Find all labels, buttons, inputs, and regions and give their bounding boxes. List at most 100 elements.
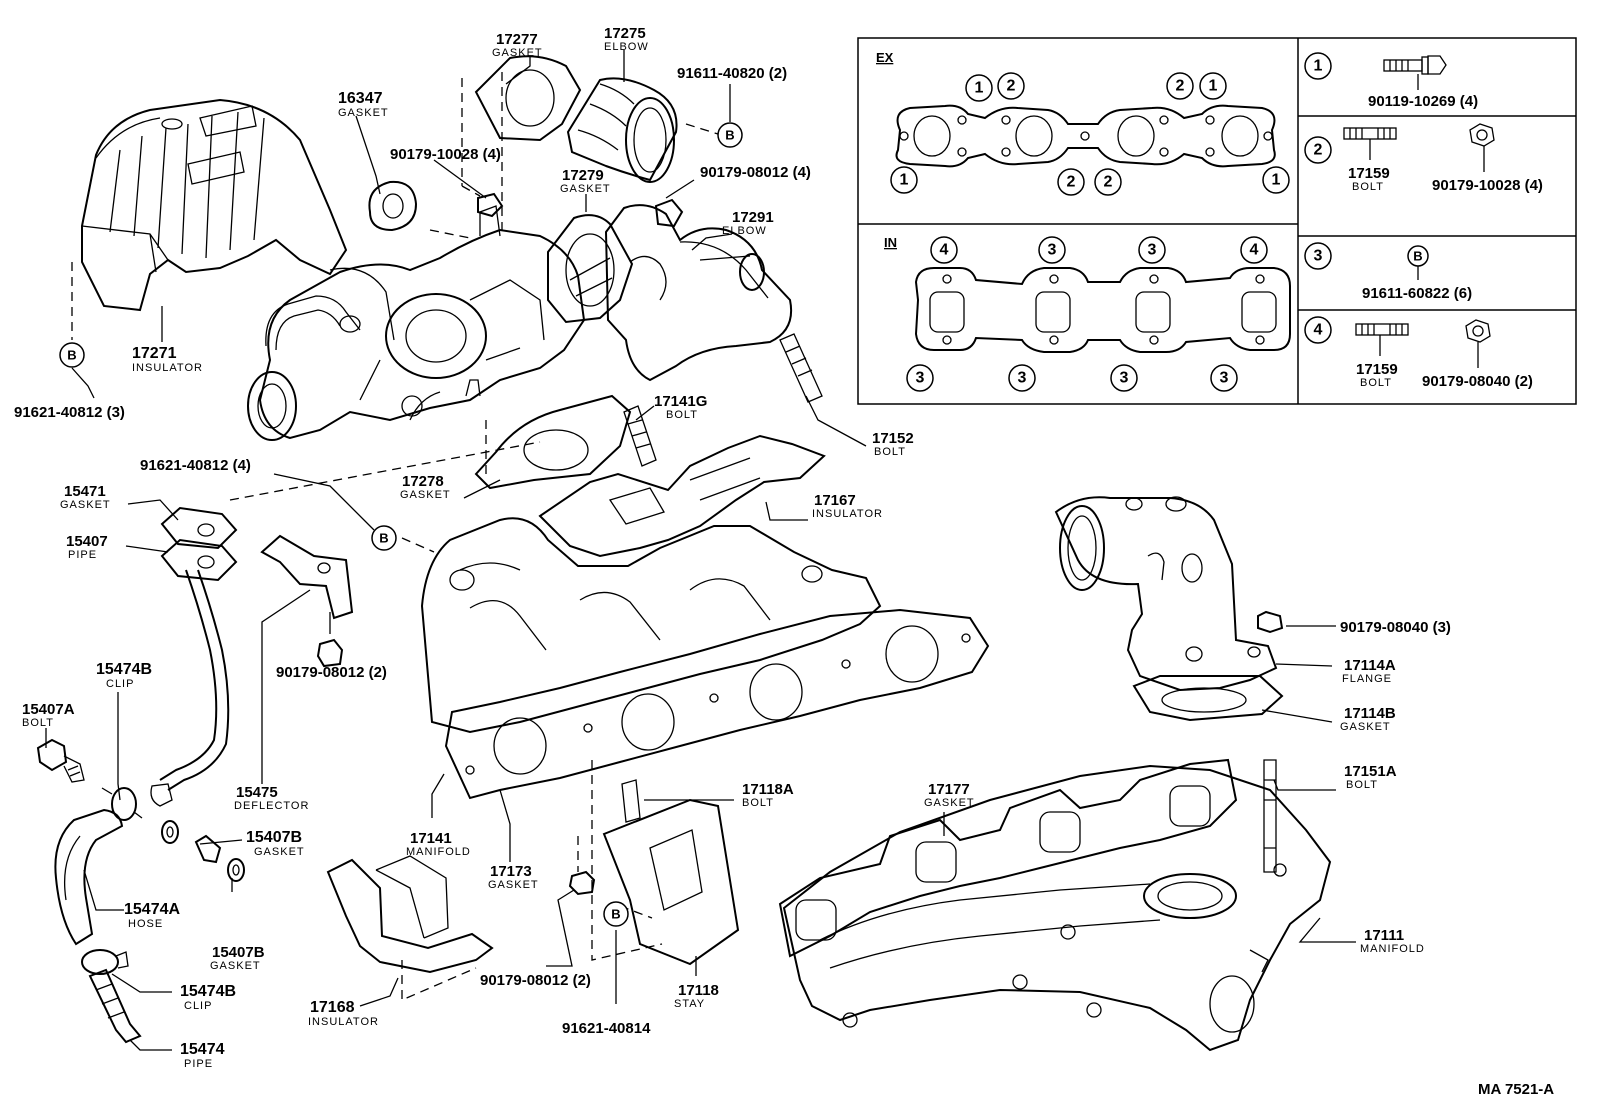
svg-text:3: 3	[1314, 248, 1323, 265]
svg-text:1: 1	[1209, 78, 1218, 95]
in-marker-top-3: 3	[1138, 236, 1166, 264]
ex-marker-bottom-2: 2	[1057, 168, 1085, 196]
callout-15471-part: 15471	[64, 483, 106, 500]
exhaust-manifold-17141-drawing	[420, 517, 882, 734]
callout-17111-name: MANIFOLD	[1360, 943, 1425, 955]
callout-17114a-part: 17114A	[1344, 657, 1396, 674]
callout-91621-40814: 91621-40814	[562, 1020, 651, 1037]
gasket-16347-drawing	[368, 180, 418, 232]
svg-text:1: 1	[900, 172, 909, 189]
callout-17167-name: INSULATOR	[812, 508, 883, 520]
ex-marker-bottom-3: 2	[1094, 168, 1122, 196]
ref-marker-b-3: B	[371, 525, 397, 551]
stud-bolt-icon-2	[1355, 323, 1409, 336]
alignment-lines	[71, 72, 719, 1001]
callout-17279-part: 17279	[562, 167, 604, 184]
callout-17111-part: 17111	[1364, 927, 1404, 944]
oil-pipe-15407-drawing	[150, 506, 238, 807]
bolt-17151a-drawing	[1263, 759, 1277, 873]
nut-90179-08012-stay-drawing	[568, 870, 596, 896]
turbocharger-drawing	[247, 205, 586, 441]
svg-text:4: 4	[1250, 242, 1259, 259]
svg-text:3: 3	[1120, 370, 1129, 387]
ref-marker-b-1: B	[59, 342, 85, 368]
callout-15474a-part: 15474A	[124, 901, 180, 918]
callout-17141g-part: 17141G	[654, 393, 707, 410]
callout-17271-name: INSULATOR	[132, 362, 203, 374]
svg-text:3: 3	[1018, 370, 1027, 387]
callout-15474b-b-name: CLIP	[184, 1000, 212, 1012]
legend-1: 1 90119-10269 (4)	[1304, 52, 1478, 110]
callout-15407-part: 15407	[66, 533, 108, 550]
bolt-17152-drawing	[779, 333, 823, 403]
elbow-17275-drawing	[566, 77, 678, 183]
in-marker-top-1: 4	[930, 236, 958, 264]
callout-15407a-name: BOLT	[22, 717, 54, 729]
in-header: IN	[884, 235, 897, 250]
svg-text:BOLT: BOLT	[1360, 377, 1392, 389]
pipe-15474-drawing	[88, 968, 142, 1044]
svg-text:1: 1	[1272, 172, 1281, 189]
svg-text:1: 1	[1314, 58, 1323, 75]
svg-text:4: 4	[1314, 322, 1323, 339]
callout-17118a-name: BOLT	[742, 797, 774, 809]
callout-17118-name: STAY	[674, 998, 705, 1010]
callout-15407b-a-name: GASKET	[254, 846, 305, 858]
legend-4: 4 17159 BOLT 90179-08040 (2)	[1304, 316, 1533, 390]
callout-17291-name: ELBOW	[722, 225, 767, 237]
callout-15471-name: GASKET	[60, 499, 111, 511]
callout-17118a-part: 17118A	[742, 781, 794, 798]
callout-15407b-a-part: 15407B	[246, 829, 302, 846]
callout-90179-08012-a: 90179-08012 (4)	[700, 164, 811, 181]
in-gasket-drawing	[914, 267, 1291, 353]
clip-15474b-lower-drawing	[81, 949, 129, 975]
callout-90179-08012-b: 90179-08012 (2)	[276, 664, 387, 681]
svg-text:4: 4	[940, 242, 949, 259]
stud-bolt-icon	[1343, 127, 1397, 140]
gasket-17277-drawing	[474, 55, 582, 142]
callout-15474-part: 15474	[180, 1041, 225, 1058]
callout-17277-name: GASKET	[492, 47, 543, 59]
insulator-17168-drawing	[326, 855, 494, 974]
callout-15474b-b-part: 15474B	[180, 983, 236, 1000]
callout-15407b-b-name: GASKET	[210, 960, 261, 972]
callout-17275-part: 17275	[604, 25, 646, 42]
svg-text:B: B	[725, 128, 734, 143]
ex-gasket-drawing	[895, 104, 1276, 168]
svg-text:90179-08040 (2): 90179-08040 (2)	[1422, 373, 1533, 390]
heat-insulator-17167-drawing	[538, 434, 826, 558]
deflector-15475-drawing	[260, 534, 354, 620]
hex-nut-icon-2	[1465, 319, 1491, 343]
table-frame	[857, 37, 1577, 405]
ex-marker-top-1: 1	[965, 74, 993, 102]
callout-17151a-part: 17151A	[1344, 763, 1397, 780]
svg-text:90179-10028 (4): 90179-10028 (4)	[1432, 177, 1543, 194]
in-marker-bottom-3: 3	[1110, 364, 1138, 392]
callout-17152-name: BOLT	[874, 446, 906, 458]
callout-17152-part: 17152	[872, 430, 914, 447]
gasket-15407b-rings	[161, 820, 245, 882]
callout-15407-name: PIPE	[68, 549, 97, 561]
callout-91621-40812-b: 91621-40812 (4)	[140, 457, 251, 474]
callout-17141g-name: BOLT	[666, 409, 698, 421]
callout-17275-name: ELBOW	[604, 41, 649, 53]
svg-text:2: 2	[1176, 78, 1185, 95]
svg-text:3: 3	[1220, 370, 1229, 387]
nut-90179-08040-drawing	[1257, 610, 1284, 634]
ex-marker-top-2: 2	[997, 72, 1025, 100]
nut-90179-08012-deflector-drawing	[316, 638, 344, 668]
ref-marker-b-2: B	[717, 122, 743, 148]
flange-17114a-drawing	[1054, 496, 1278, 692]
clip-15474b-upper-drawing	[101, 787, 143, 821]
callout-15407a-part: 15407A	[22, 701, 75, 718]
gasket-17278-drawing	[474, 394, 632, 490]
svg-text:B: B	[67, 348, 76, 363]
in-marker-bottom-1: 3	[906, 364, 934, 392]
callout-15475-name: DEFLECTOR	[234, 800, 309, 812]
hose-15474a-drawing	[54, 808, 124, 946]
callout-17173-part: 17173	[490, 863, 532, 880]
callout-90179-08012-c: 90179-08012 (2)	[480, 972, 591, 989]
elbow-17291-drawing	[604, 204, 792, 382]
ex-marker-top-4: 1	[1199, 72, 1227, 100]
